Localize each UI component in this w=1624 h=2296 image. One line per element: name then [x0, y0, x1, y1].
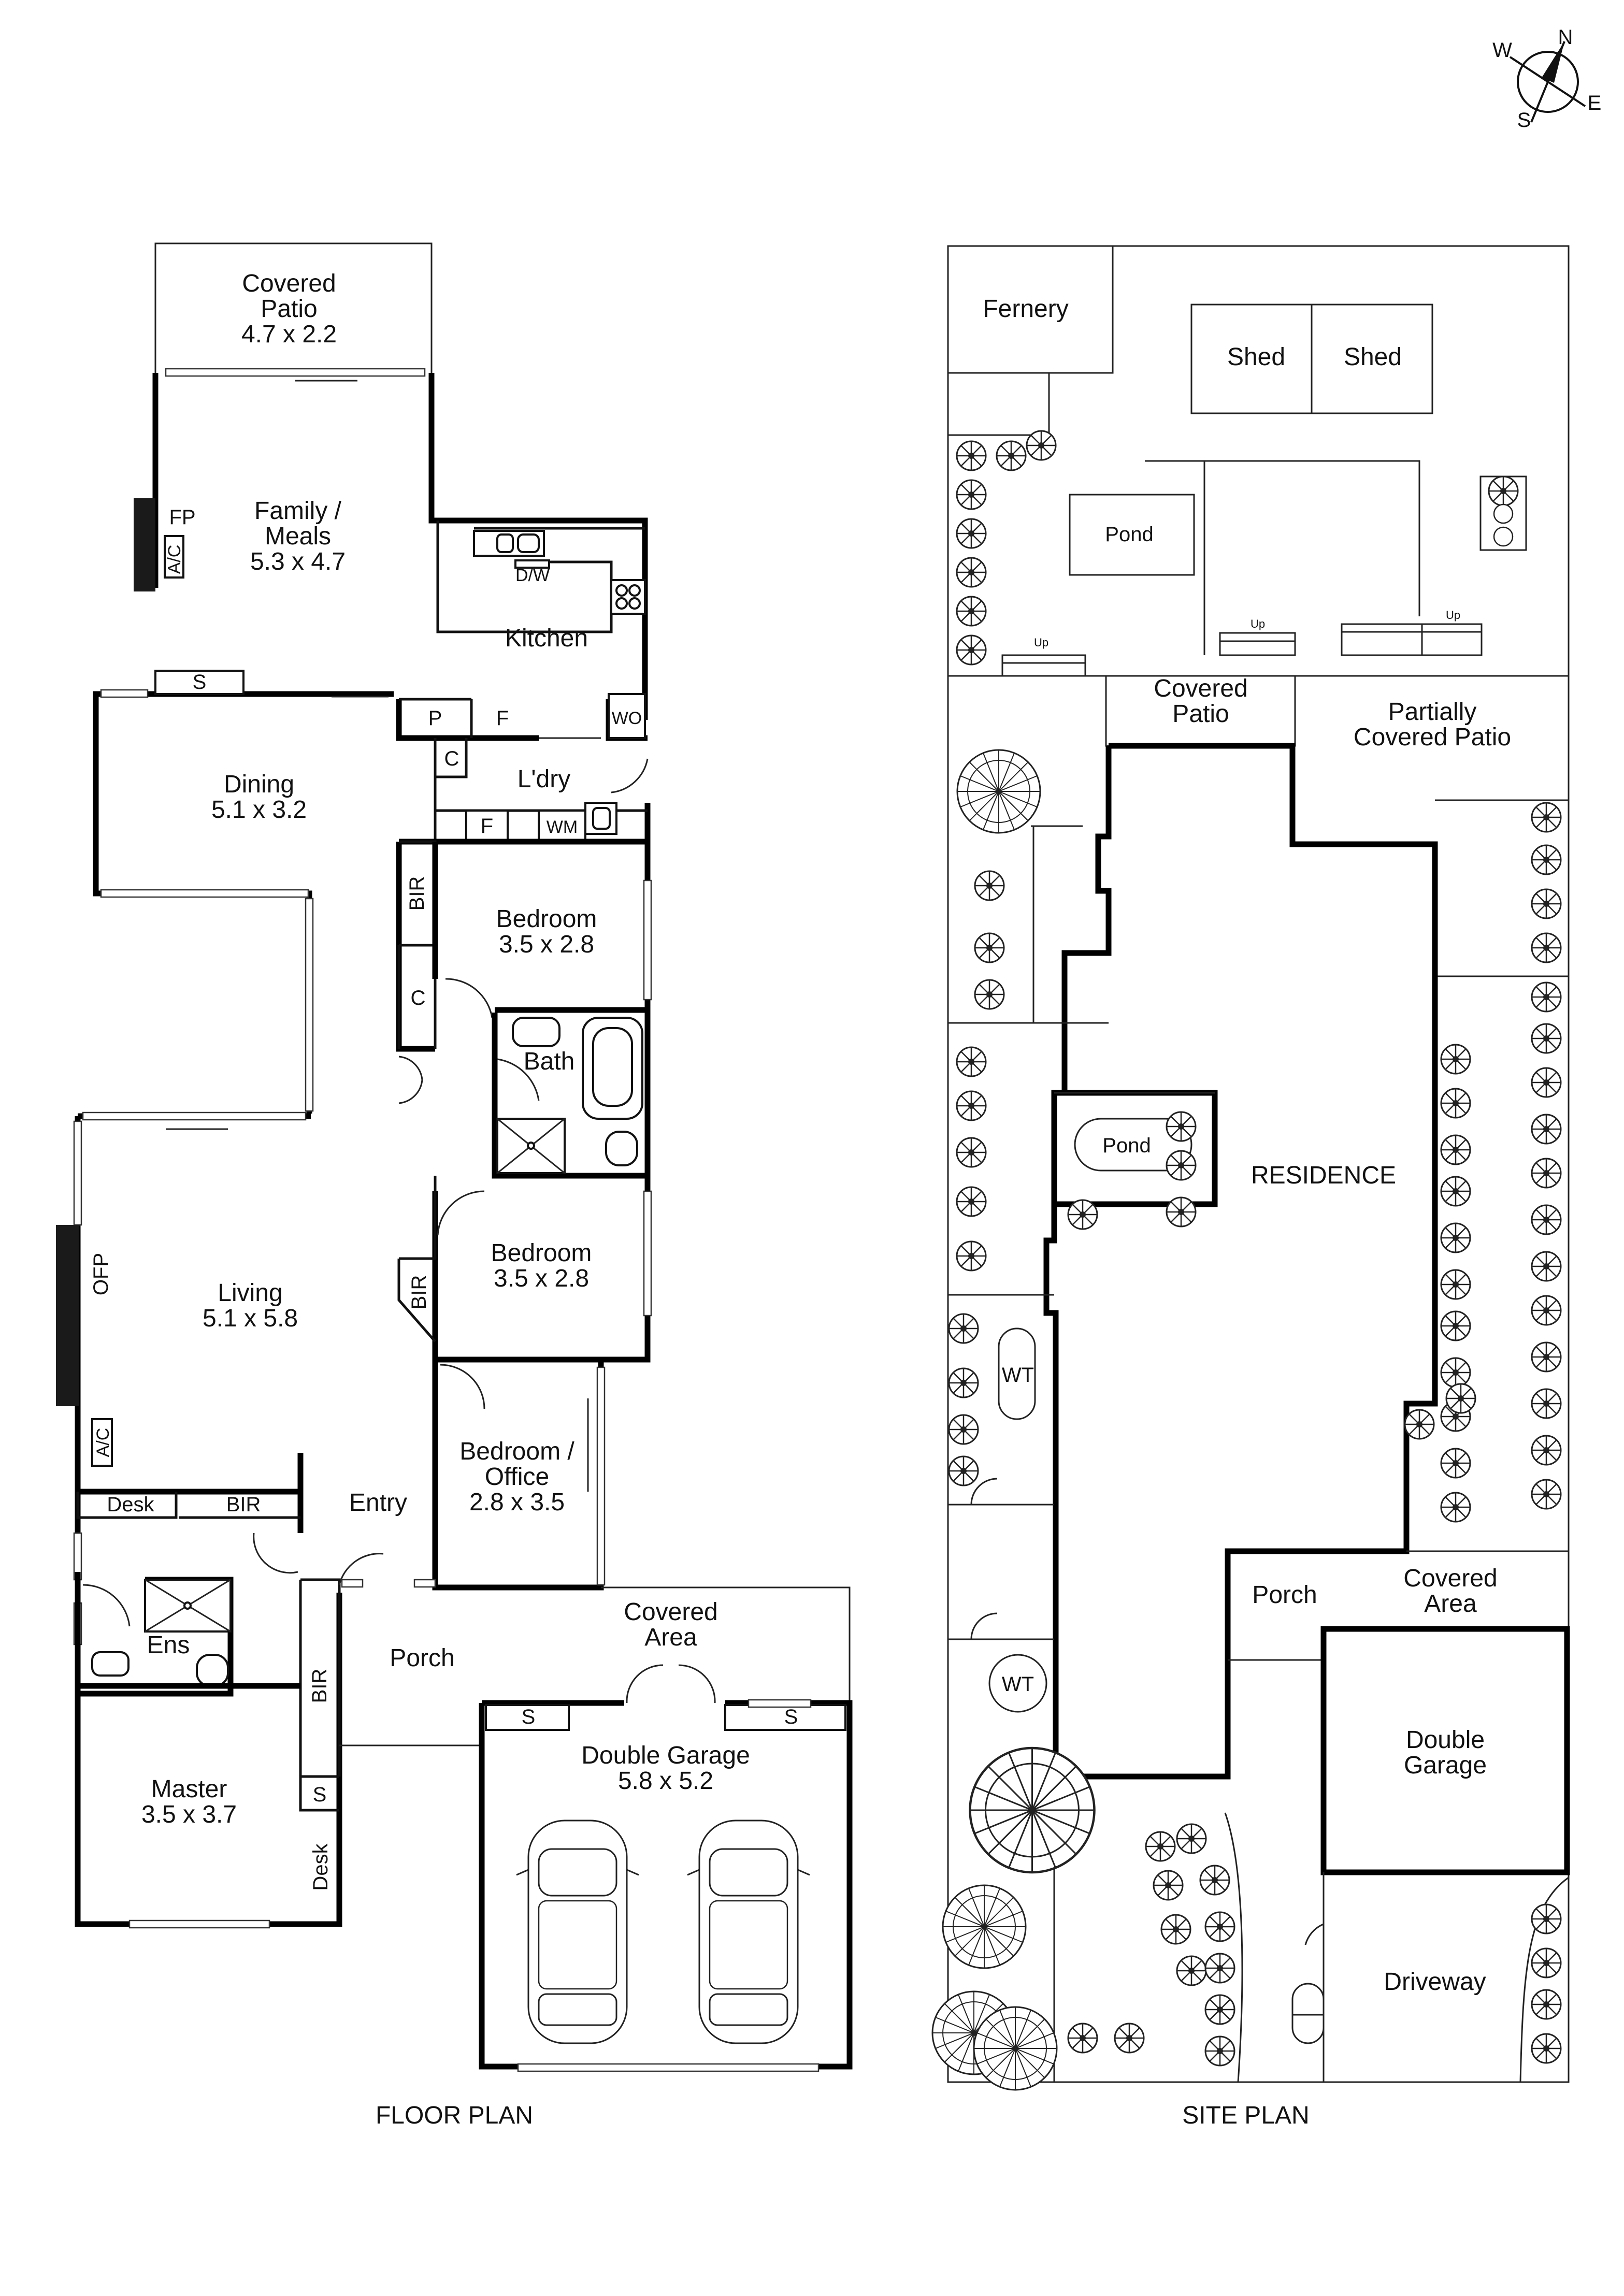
master-label: Master: [151, 1775, 227, 1803]
covered-patio-label-2: Patio: [261, 295, 317, 323]
ofp-label: OFP: [90, 1253, 112, 1295]
bir-master-label: BIR: [226, 1493, 261, 1516]
s-garage-left-label: S: [522, 1706, 536, 1728]
porch-outline: [339, 1586, 851, 1746]
covered-patio-dims: 4.7 x 2.2: [241, 321, 337, 348]
family-meals-dims: 5.3 x 4.7: [250, 548, 346, 575]
living-label: Living: [218, 1279, 282, 1307]
site-covered-area-label-1: Covered: [1403, 1565, 1497, 1592]
s-hall-label: S: [313, 1783, 327, 1806]
master-dims: 3.5 x 3.7: [141, 1801, 237, 1828]
s-family-label: S: [193, 671, 207, 694]
kitchen-benches: [436, 521, 645, 633]
exterior-wall-family: [93, 373, 648, 1114]
covered-area-label-1: Covered: [624, 1598, 717, 1626]
site-double-garage-label-2: Garage: [1404, 1752, 1487, 1779]
partially-covered-label-2: Covered Patio: [1354, 724, 1511, 751]
up-1-label: Up: [1034, 636, 1048, 649]
ensuite-label: Ens: [147, 1631, 190, 1659]
compass-n: N: [1558, 26, 1573, 49]
compass-e: E: [1588, 92, 1602, 114]
covered-area-label-2: Area: [644, 1624, 697, 1651]
bedroom-1-dims: 3.5 x 2.8: [499, 931, 594, 958]
pond-top-label: Pond: [1105, 523, 1153, 546]
partially-covered-label-1: Partially: [1388, 698, 1477, 726]
bedroom-office-label-2: Office: [485, 1463, 550, 1491]
site-covered-patio-label-1: Covered: [1154, 675, 1247, 702]
bedroom-1-label: Bedroom: [496, 905, 597, 933]
car-right-icon: [686, 1820, 811, 2044]
floor-plan-title: FLOOR PLAN: [376, 2102, 533, 2129]
compass-circle: [1517, 51, 1579, 113]
dining-dims: 5.1 x 3.2: [211, 796, 307, 824]
laundry-label: L'dry: [518, 766, 571, 793]
compass-s: S: [1517, 109, 1531, 132]
bedroom-office-dims: 2.8 x 3.5: [469, 1489, 565, 1516]
desk-2-label: Desk: [309, 1843, 332, 1890]
site-covered-area-label-2: Area: [1424, 1590, 1477, 1618]
fireplace-living: [56, 1225, 79, 1406]
bedroom-2-dims: 3.5 x 2.8: [494, 1265, 589, 1292]
site-plan: Fernery Shed Shed Pond Up Up Up Covered …: [931, 245, 1570, 2129]
site-double-garage-label-1: Double: [1406, 1726, 1485, 1754]
up-2-label: Up: [1251, 617, 1265, 630]
fp-label: FP: [169, 506, 195, 529]
desk-1-label: Desk: [107, 1493, 154, 1516]
residence-label: RESIDENCE: [1251, 1162, 1396, 1189]
kitchen-label: Kitchen: [505, 625, 588, 652]
car-left-icon: [515, 1820, 640, 2044]
bath-label: Bath: [524, 1048, 575, 1075]
floor-plan: Covered Patio 4.7 x 2.2 Family / Meals 5…: [56, 242, 853, 2129]
covered-patio-label-1: Covered: [242, 270, 336, 297]
fernery-label: Fernery: [983, 295, 1068, 323]
living-dims: 5.1 x 5.8: [203, 1305, 298, 1332]
site-boundary: [947, 245, 1570, 2083]
driveway-label: Driveway: [1384, 1968, 1486, 1996]
shed-1-label: Shed: [1227, 343, 1285, 371]
s-garage-right-label: S: [784, 1706, 798, 1728]
porch-label: Porch: [390, 1644, 454, 1672]
dining-label: Dining: [224, 771, 294, 798]
pantry-label: P: [428, 707, 442, 730]
compass-w: W: [1492, 39, 1512, 62]
double-garage-dims: 5.8 x 5.2: [618, 1767, 713, 1795]
bir-bed2-label: BIR: [408, 1275, 430, 1310]
site-covered-patio-label-2: Patio: [1172, 700, 1229, 728]
ac-label-living: A/C: [93, 1428, 113, 1457]
cupboard-hall-label: C: [411, 987, 426, 1009]
family-meals-label-1: Family /: [254, 497, 342, 525]
compass: N W E S: [1492, 26, 1601, 132]
bedroom-office-label-1: Bedroom /: [459, 1438, 574, 1465]
residence-outline: [1043, 743, 1438, 1780]
cupboard-laundry-label: C: [444, 747, 459, 770]
ac-label-family: A/C: [165, 545, 184, 574]
covered-patio-outline: [154, 242, 433, 373]
site-porch-label: Porch: [1252, 1581, 1317, 1609]
wt-1-label: WT: [1002, 1364, 1034, 1387]
wo-label: WO: [612, 709, 642, 728]
family-meals-label-2: Meals: [265, 523, 331, 550]
bir-hall-label: BIR: [308, 1669, 331, 1703]
shed-2-label: Shed: [1344, 343, 1402, 371]
fridge-label: F: [496, 707, 509, 730]
dw-label: D/W: [515, 566, 550, 585]
site-garage-outline: [1320, 1626, 1570, 1875]
up-3-label: Up: [1446, 609, 1460, 622]
double-garage-label: Double Garage: [581, 1742, 750, 1769]
bir-bed1-label: BIR: [406, 876, 428, 911]
fireplace-family: [134, 498, 155, 591]
bedroom-2-label: Bedroom: [491, 1239, 592, 1267]
wt-2-label: WT: [1002, 1673, 1034, 1696]
pond-mid-label: Pond: [1102, 1134, 1151, 1157]
wm-label: WM: [547, 817, 578, 837]
entry-label: Entry: [349, 1489, 407, 1517]
site-plan-title: SITE PLAN: [1182, 2102, 1309, 2129]
fridge-laundry-label: F: [481, 815, 493, 837]
